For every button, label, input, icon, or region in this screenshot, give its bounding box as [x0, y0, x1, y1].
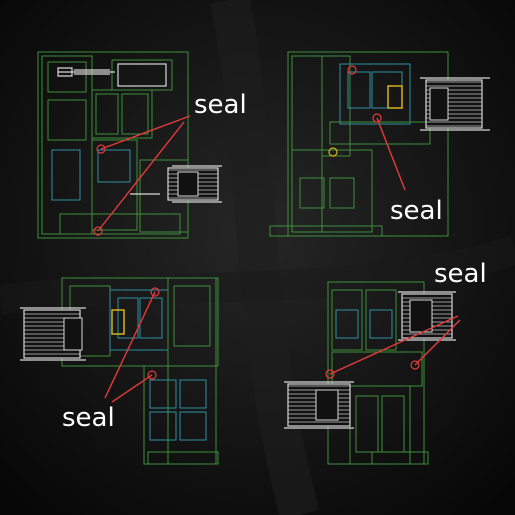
- section-bottom-right: [284, 281, 461, 465]
- seal-label-bottom-left: seal: [62, 403, 115, 433]
- seal-marker: [96, 144, 106, 154]
- seal-marker: [410, 360, 420, 370]
- section-top-left: [37, 51, 222, 239]
- seal-marker: [325, 369, 335, 379]
- section-top-right: [269, 51, 490, 237]
- seal-marker: [147, 370, 157, 380]
- section-bottom-left: [20, 277, 219, 465]
- seal-label-top-left: seal: [194, 90, 247, 120]
- seal-marker: [150, 287, 160, 297]
- seal-marker: [372, 113, 382, 123]
- seal-marker: [347, 65, 357, 75]
- seal-label-top-right: seal: [390, 196, 443, 226]
- seal-marker: [93, 226, 103, 236]
- seal-label-bottom-right: seal: [434, 259, 487, 289]
